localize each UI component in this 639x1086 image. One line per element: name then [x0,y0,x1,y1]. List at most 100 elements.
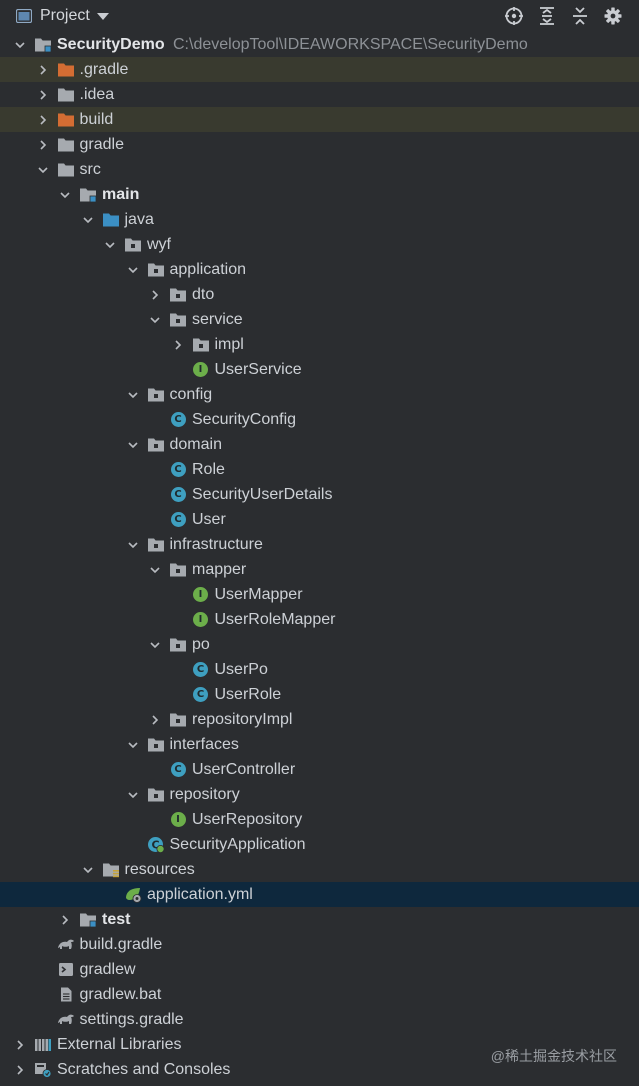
chevron-down-icon[interactable] [58,182,72,207]
chevron-right-icon[interactable] [171,332,185,357]
chevron-down-icon[interactable] [126,257,140,282]
tree-row[interactable]: domain [0,432,639,457]
chevron-down-icon[interactable] [126,732,140,757]
tree-item-label: SecurityConfig [192,411,297,428]
chevron-right-icon[interactable] [36,132,50,157]
chevron-right-icon[interactable] [58,907,72,932]
tree-row[interactable]: dto [0,282,639,307]
tree-row[interactable]: java [0,207,639,232]
tree-row[interactable]: C SecurityConfig [0,407,639,432]
chevron-down-icon[interactable] [81,207,95,232]
project-view-title[interactable]: Project [40,7,90,24]
package-icon [124,236,142,253]
chevron-down-icon[interactable] [126,432,140,457]
tree-row[interactable]: config [0,382,639,407]
class-icon: C [192,661,210,678]
tree-row[interactable]: gradle [0,132,639,157]
tree-item-label: gradle [79,136,124,153]
class-icon: C [169,761,187,778]
spring-config-file-icon [124,886,142,903]
chevron-right-icon[interactable] [148,282,162,307]
folder-icon [57,86,75,103]
tree-row[interactable]: main [0,182,639,207]
chevron-down-icon[interactable] [148,307,162,332]
tree-row[interactable]: repository [0,782,639,807]
tree-item-label: repository [169,786,240,803]
class-icon: C [192,686,210,703]
package-icon [147,786,165,803]
chevron-down-icon[interactable] [103,232,117,257]
tree-row[interactable]: SecurityDemo C:\developTool\IDEAWORKSPACE… [0,32,639,57]
chevron-down-icon[interactable] [13,32,27,57]
tree-item-label: settings.gradle [79,1011,184,1028]
chevron-right-icon[interactable] [148,707,162,732]
module-folder-icon [34,36,52,53]
chevron-right-icon[interactable] [36,107,50,132]
tree-row[interactable]: repositoryImpl [0,707,639,732]
chevron-down-icon[interactable] [126,782,140,807]
tree-item-label: UserController [192,761,296,778]
interface-icon: I [192,586,210,603]
chevron-down-icon[interactable] [126,382,140,407]
gear-icon[interactable] [603,6,623,26]
expand-all-icon[interactable] [537,6,557,26]
tree-row[interactable]: po [0,632,639,657]
tree-row[interactable]: src [0,157,639,182]
tree-item-label: src [79,161,101,178]
chevron-down-icon[interactable] [96,12,109,20]
chevron-down-icon[interactable] [126,532,140,557]
collapse-all-icon[interactable] [570,6,590,26]
watermark: @稀土掘金技术社区 [490,1048,617,1064]
tree-row[interactable]: Scratches and Consoles [0,1057,639,1082]
tree-row[interactable]: test [0,907,639,932]
tree-row[interactable]: build [0,107,639,132]
class-icon: C [169,411,187,428]
tree-row[interactable]: settings.gradle [0,1007,639,1032]
tree-row[interactable]: mapper [0,557,639,582]
chevron-right-icon[interactable] [36,57,50,82]
tree-row[interactable]: .gradle [0,57,639,82]
interface-icon: I [192,611,210,628]
tree-row[interactable]: service [0,307,639,332]
tree-row[interactable]: interfaces [0,732,639,757]
tree-row[interactable]: resources [0,857,639,882]
tree-item-label: gradlew [79,961,136,978]
tree-row[interactable]: build.gradle [0,932,639,957]
tree-item-label: SecurityDemo [57,36,165,53]
spring-boot-class-icon: C [147,836,165,853]
tree-row[interactable]: impl [0,332,639,357]
project-path: C:\developTool\IDEAWORKSPACE\SecurityDem… [173,36,528,53]
tree-row[interactable]: wyf [0,232,639,257]
chevron-right-icon[interactable] [36,82,50,107]
tree-row[interactable]: application.yml [0,882,639,907]
tree-item-label: wyf [147,236,171,253]
tree-item-label: impl [214,336,244,353]
tree-row[interactable]: .idea [0,82,639,107]
chevron-down-icon[interactable] [36,157,50,182]
tree-row[interactable]: gradlew [0,957,639,982]
interface-icon: I [192,361,210,378]
tree-row[interactable]: application [0,257,639,282]
chevron-down-icon[interactable] [81,857,95,882]
tree-row[interactable]: C UserController [0,757,639,782]
tree-item-label: interfaces [169,736,239,753]
chevron-right-icon[interactable] [13,1057,27,1082]
chevron-down-icon[interactable] [148,557,162,582]
chevron-down-icon[interactable] [148,632,162,657]
locate-icon[interactable] [504,6,524,26]
tree-row[interactable]: External Libraries [0,1032,639,1057]
tree-row[interactable]: infrastructure [0,532,639,557]
tree-row[interactable]: gradlew.bat [0,982,639,1007]
package-icon [169,636,187,653]
chevron-right-icon[interactable] [13,1032,27,1057]
